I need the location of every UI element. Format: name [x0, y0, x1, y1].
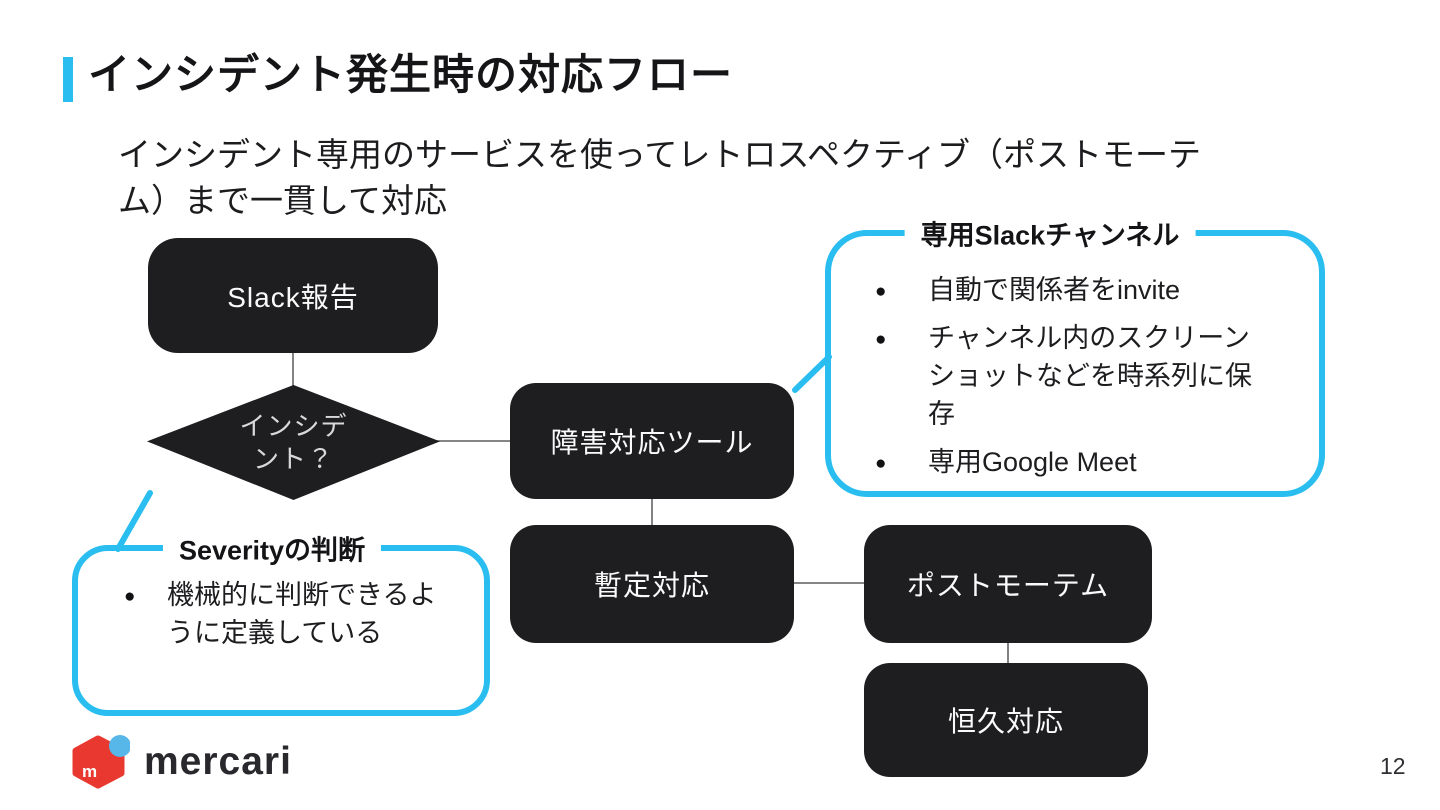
bullet-dot-icon: ● — [875, 329, 887, 350]
flow-node-slack-report: Slack報告 — [148, 238, 438, 353]
flow-node-postmortem-label: ポストモーテム — [906, 570, 1110, 601]
list-item: ● 機械的に判断できるように定義している — [124, 576, 454, 652]
mercari-wordmark: mercari — [144, 740, 292, 783]
subtitle-line-1: インシデント専用のサービスを使ってレトロスペクティブ（ポストモーテ — [118, 136, 1202, 173]
flow-node-temporary-fix-label: 暫定対応 — [593, 570, 710, 601]
callout-slack-channel-title: 専用Slackチャンネル — [904, 213, 1196, 253]
list-item-text: チャンネル内のスクリーンショットなどを時系列に保存 — [928, 323, 1252, 429]
flow-node-slack-report-label: Slack報告 — [227, 281, 359, 313]
list-item-text: 自動で関係者をinvite — [928, 275, 1181, 305]
bullet-dot-icon: ● — [875, 453, 887, 474]
flow-node-incident-tool-label: 障害対応ツール — [550, 427, 754, 458]
page-title: インシデント発生時の対応フロー — [88, 51, 734, 98]
callout-severity-list: ● 機械的に判断できるように定義している — [124, 576, 484, 652]
flow-decision-incident: インシデ ント？ — [147, 385, 440, 500]
callout-severity-tail — [115, 490, 153, 552]
bullet-dot-icon: ● — [875, 281, 887, 302]
callout-slack-channel-list: ● 自動で関係者をinvite ● チャンネル内のスクリーンショットなどを時系列… — [875, 271, 1319, 481]
list-item: ● 自動で関係者をinvite — [875, 271, 1275, 309]
title-accent-bar — [63, 57, 73, 102]
callout-severity-title: Severityの判断 — [162, 528, 382, 568]
logo-blue-dot — [109, 735, 131, 757]
callout-slack-tail — [792, 354, 832, 393]
flow-decision-line-2: ント？ — [252, 443, 334, 474]
mercari-logo: m mercari — [72, 734, 292, 790]
logo-letter: m — [82, 762, 97, 781]
flow-node-incident-tool: 障害対応ツール — [510, 383, 794, 499]
mercari-logo-mark-icon: m — [72, 734, 131, 790]
list-item-text: 専用Google Meet — [928, 447, 1137, 477]
flow-node-permanent-fix: 恒久対応 — [864, 663, 1148, 777]
flow-node-temporary-fix: 暫定対応 — [510, 525, 794, 643]
callout-slack-channel: 専用Slackチャンネル ● 自動で関係者をinvite ● チャンネル内のスク… — [825, 213, 1325, 497]
callout-severity: Severityの判断 ● 機械的に判断できるように定義している — [72, 528, 490, 716]
subtitle-line-2: ム）まで一貫して対応 — [118, 182, 448, 219]
page-number: 12 — [1380, 753, 1406, 779]
flow-decision-line-1: インシデ — [239, 410, 348, 441]
list-item-text: 機械的に判断できるように定義している — [167, 580, 437, 648]
mercari-box-icon: m — [72, 735, 131, 789]
bullet-dot-icon: ● — [124, 586, 136, 607]
flow-node-permanent-fix-label: 恒久対応 — [947, 706, 1064, 737]
flow-node-postmortem: ポストモーテム — [864, 525, 1152, 643]
subtitle: インシデント専用のサービスを使ってレトロスペクティブ（ポストモーテ ム）まで一貫… — [118, 132, 1201, 224]
list-item: ● 専用Google Meet — [875, 443, 1275, 481]
list-item: ● チャンネル内のスクリーンショットなどを時系列に保存 — [875, 319, 1275, 433]
